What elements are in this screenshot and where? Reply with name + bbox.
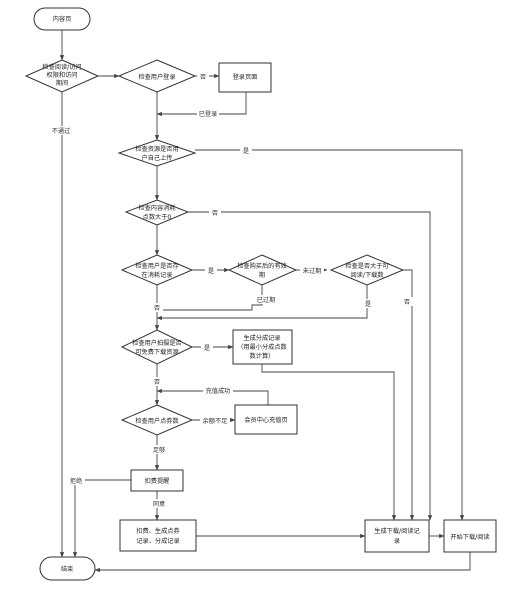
edge-limit-no-to-record — [403, 269, 415, 521]
node-check-record: 检查用户是否存 在消耗记录 — [120, 254, 194, 286]
label-login-no: 否 — [200, 74, 206, 81]
node-gen-download-record-line2: 录 — [394, 537, 400, 545]
node-deduct-record: 扣费、生成点券 记录、分成记录 — [119, 519, 197, 552]
node-gen-download-record: 生成下载/阅读记 录 — [364, 519, 430, 553]
label-logged-in: 已登录 — [199, 110, 218, 118]
node-check-record-line2: 在消耗记录 — [142, 271, 173, 279]
label-free-no: 否 — [154, 379, 160, 386]
node-check-free-line2: 可免费下载资源 — [135, 348, 178, 356]
node-check-login: 检查用户登录 — [117, 59, 197, 93]
node-start-label: 内容页 — [53, 15, 72, 23]
label-agree: 同意 — [153, 500, 165, 508]
node-check-uploaded: 检查资源是否用 户自己上传 — [117, 139, 197, 167]
node-gen-share-record-line1: 生成分成记录 — [243, 334, 280, 342]
label-not-expired: 未过期 — [303, 267, 322, 275]
node-recharge-label: 会员中心充值页 — [244, 416, 287, 424]
node-check-permission-line2: 权限和访问 — [47, 71, 78, 79]
edge-share-to-record — [261, 364, 397, 521]
label-free-yes: 是 — [204, 345, 210, 352]
node-check-free: 检查用户拍摄是否 可免费下载资源 — [120, 329, 194, 365]
node-check-balance: 检查用户点券数 — [120, 404, 194, 436]
node-check-points: 检查内容消耗 点数大于0 — [124, 199, 190, 226]
node-login-page: 登录页面 — [218, 62, 272, 93]
node-check-balance-label: 检查用户点券数 — [135, 417, 179, 425]
node-check-permission: 检查阅读/访问 权限和访问 期间 — [24, 59, 100, 93]
node-gen-share-record-line3: 数计算） — [250, 352, 275, 360]
node-check-free-line1: 检查用户拍摄是否 — [132, 339, 182, 347]
edge-uploaded-yes-to-download — [195, 149, 465, 521]
node-start: 内容页 — [33, 7, 91, 31]
label-record-no: 否 — [154, 305, 160, 312]
label-limit-yes: 是 — [365, 301, 371, 308]
node-end-label: 结束 — [61, 565, 73, 573]
node-deduct-record-line1: 扣费、生成点券 — [136, 527, 180, 535]
edge-download-to-end — [94, 552, 471, 573]
edges — [59, 30, 471, 573]
node-check-permission-line1: 检查阅读/访问 — [42, 63, 81, 71]
node-check-points-line2: 点数大于0 — [143, 213, 172, 221]
label-sufficient: 足够 — [153, 446, 165, 454]
label-limit-no: 否 — [404, 299, 410, 306]
node-check-expire-line2: 期 — [259, 271, 265, 279]
node-check-uploaded-line1: 检查资源是否用 — [135, 145, 178, 153]
label-fail: 不通过 — [52, 127, 71, 135]
edge-recharge-return — [156, 388, 269, 405]
node-recharge: 会员中心充值页 — [234, 404, 298, 435]
node-check-expire-line1: 检查购买后的有效 — [237, 262, 287, 270]
node-check-points-line1: 检查内容消耗 — [138, 204, 175, 212]
label-points-no: 否 — [212, 210, 218, 217]
node-check-limit: 检查是否大于可 阅读/下载数 — [329, 254, 405, 286]
node-check-uploaded-line2: 户自己上传 — [142, 154, 173, 162]
node-check-limit-line1: 检查是否大于可 — [345, 262, 388, 270]
node-deduct-reminder: 扣费提醒 — [130, 469, 184, 492]
edge-labels: 不通过 否 已登录 是 否 是 未过期 已过期 是 否 否 是 否 充值成功 余… — [48, 72, 413, 508]
node-check-record-line1: 检查用户是否存 — [135, 262, 178, 270]
node-check-login-label: 检查用户登录 — [138, 73, 175, 81]
node-gen-share-record-line2: （用最小分成点数 — [237, 343, 287, 351]
edge-loginpage-return — [156, 92, 247, 117]
node-end: 结束 — [39, 556, 96, 581]
node-deduct-record-line2: 记录、分成记录 — [136, 537, 179, 545]
edge-points-no-to-record — [188, 211, 433, 521]
node-check-limit-line2: 阅读/下载数 — [350, 271, 384, 279]
node-check-expire: 检查购买后的有效 期 — [227, 254, 298, 286]
node-check-permission-line3: 期间 — [56, 79, 68, 87]
edge-expired-return — [156, 285, 263, 313]
label-expired: 已过期 — [257, 296, 276, 304]
label-reject: 拒绝 — [70, 477, 82, 485]
node-gen-download-record-line1: 生成下载/阅读记 — [374, 527, 419, 535]
node-start-download: 开始下载/阅读 — [443, 519, 497, 553]
node-deduct-reminder-label: 扣费提醒 — [145, 477, 170, 485]
label-record-yes: 是 — [208, 268, 214, 275]
label-recharge-success: 充值成功 — [206, 387, 231, 395]
label-uploaded-yes: 是 — [243, 148, 249, 155]
label-insufficient: 余额不足 — [203, 417, 228, 425]
node-login-page-label: 登录页面 — [233, 73, 258, 81]
node-gen-share-record: 生成分成记录 （用最小分成点数 数计算） — [232, 329, 293, 365]
node-start-download-label: 开始下载/阅读 — [450, 533, 489, 541]
nodes: 内容页 检查阅读/访问 权限和访问 期间 检查用户登录 登录页面 检查资源是否用… — [24, 7, 497, 581]
edge-limit-yes-return — [156, 285, 368, 321]
